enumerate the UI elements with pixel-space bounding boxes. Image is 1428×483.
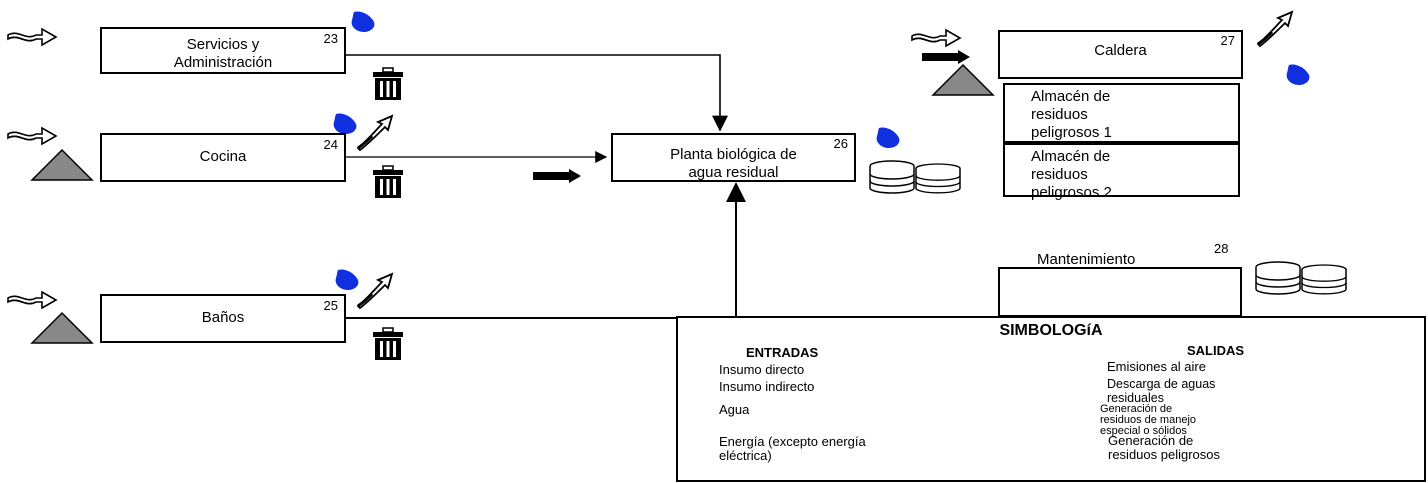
servicios-box: Servicios y Administración 23 [100,27,346,74]
water-input-icon [911,29,961,47]
mantenimiento-label: Mantenimiento [1037,251,1136,268]
water-drop-icon [335,269,359,290]
legend-input-indirect: Insumo indirecto [719,379,815,394]
legend-title: SIMBOLOGíA [999,322,1103,339]
almacen2-label: Almacén de residuos peligrosos 2 [1031,148,1112,201]
legend-input-water: Agua [719,402,750,417]
cocina-label: Cocina [199,148,247,165]
legend-output-air: Emisiones al aire [1107,359,1206,374]
legend-output-solid-waste: Generación de residuos de manejo especia… [1100,403,1197,437]
solid-arrow-icon [922,50,970,64]
air-emission-icon [356,114,394,152]
water-input-icon [7,127,57,145]
legend-output-wastewater: Descarga de aguas residuales [1107,377,1216,405]
planta-label: Planta biológica de agua residual [670,146,797,181]
legend-inputs-header: ENTRADAS [746,345,819,360]
water-drop-icon [876,127,900,148]
caldera-box: Caldera 27 [998,30,1243,79]
mantenimiento-box [998,267,1242,317]
triangle-icon [31,149,93,181]
planta-box: Planta biológica de agua residual 26 [611,133,856,182]
legend-outputs-header: SALIDAS [1187,343,1245,358]
cocina-number: 24 [323,137,338,152]
triangle-icon [932,64,994,96]
legend-input-direct: Insumo directo [719,362,805,377]
banos-box: Baños 25 [100,294,346,343]
trash-bin-icon [372,165,404,199]
water-drop-icon [1286,64,1310,85]
legend-box: SIMBOLOGíA [676,316,1426,482]
caldera-number: 27 [1220,33,1235,48]
banos-to-planta-line [346,182,746,319]
almacen1-label: Almacén de residuos peligrosos 1 [1031,88,1112,141]
triangle-icon [31,312,93,344]
servicios-number: 23 [323,31,338,46]
mantenimiento-number: 28 [1214,241,1229,256]
barrels-icon [870,161,960,193]
servicios-label: Servicios y Administración [173,36,273,71]
trash-bin-icon [372,67,404,101]
barrels-icon [1256,262,1346,294]
water-input-icon [7,28,57,46]
legend-input-energy: Energía (excepto energía eléctrica) [719,434,866,463]
legend-output-hazardous: Generación de residuos peligrosos [1108,433,1221,462]
planta-number: 26 [833,136,848,151]
banos-number: 25 [323,298,338,313]
solid-arrow-icon [533,169,581,183]
almacen1-box: Almacén de residuos peligrosos 1 [1003,83,1240,143]
almacen2-box: Almacén de residuos peligrosos 2 [1003,143,1240,201]
cocina-box: Cocina 24 [100,133,346,182]
servicios-to-planta-line [346,54,728,132]
water-drop-icon [351,11,375,32]
banos-label: Baños [201,309,245,326]
trash-bin-icon [372,327,404,361]
water-input-icon [7,291,57,309]
caldera-label: Caldera [1094,42,1147,59]
air-emission-icon [356,272,394,310]
water-drop-icon [333,113,357,134]
air-emission-icon [1256,10,1294,48]
